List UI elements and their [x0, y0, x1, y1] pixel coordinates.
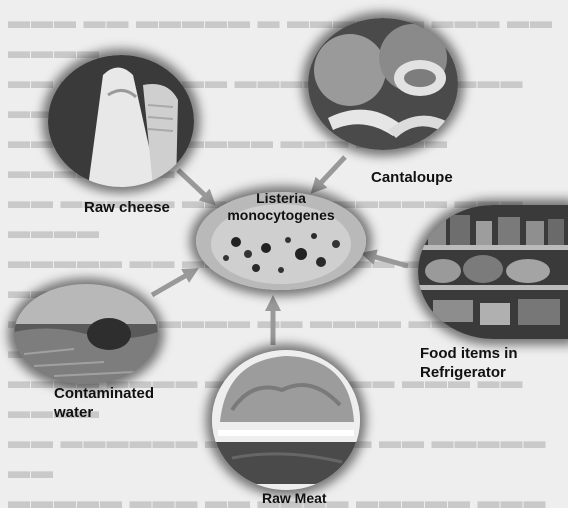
center-label-line1: Listeria	[206, 190, 356, 207]
contaminated-water-image	[14, 284, 158, 384]
water-label-line1: Contaminated	[54, 384, 154, 403]
cantaloupe-image	[308, 18, 458, 150]
refrigerator-label-line1: Food items in	[420, 344, 518, 363]
water-label: Contaminated water	[54, 384, 154, 422]
cheese-icon	[48, 55, 194, 187]
meat-icon	[212, 350, 360, 490]
melon-icon	[308, 18, 458, 150]
arrow-from-cantaloupe	[316, 157, 345, 188]
water-label-line2: water	[54, 403, 154, 422]
raw-meat-image	[212, 350, 360, 490]
raw-cheese-label: Raw cheese	[84, 198, 170, 217]
cantaloupe-label: Cantaloupe	[371, 168, 453, 187]
center-label-line2: monocytogenes	[206, 207, 356, 224]
refrigerator-label: Food items in Refrigerator	[420, 344, 518, 382]
water-icon	[14, 284, 158, 384]
refrigerator-icon	[418, 205, 568, 339]
refrigerator-label-line2: Refrigerator	[420, 363, 518, 382]
raw-meat-label: Raw Meat	[262, 489, 327, 508]
raw-cheese-image	[48, 55, 194, 187]
arrow-from-water	[152, 272, 192, 295]
refrigerator-image	[418, 205, 568, 339]
center-label: Listeria monocytogenes	[206, 190, 356, 224]
arrow-from-refrigerator	[368, 255, 408, 266]
